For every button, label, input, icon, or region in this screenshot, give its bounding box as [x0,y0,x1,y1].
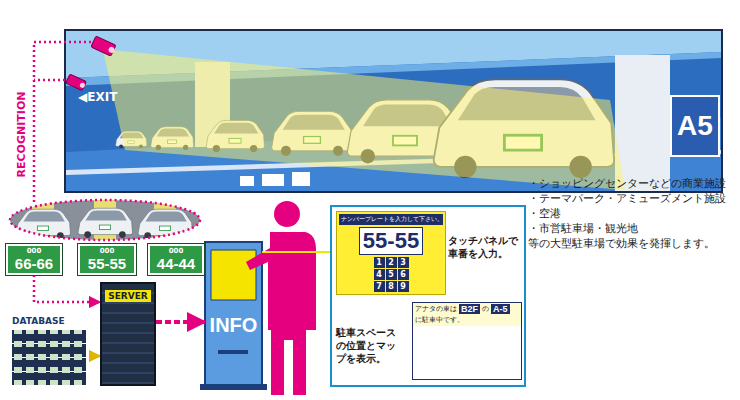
node-label: INFO [205,314,262,337]
flow-connector [34,275,100,302]
keypad-key: 4 [374,269,385,280]
panel-caption: 駐車スペースの位置とマップを表示。 [336,326,400,365]
license-plate: 00066-66 [6,244,62,275]
screen-header: アナタの車はB2FのA-5 に駐車中です。 [413,303,521,326]
list-item: ・空港 [528,206,561,221]
screen-prompt: ナンバープレートを入力して下さい。 [339,214,443,225]
panel-caption: タッチパネルで車番を入力。 [448,234,522,260]
info-kiosk: INFO [205,242,262,386]
plate-number: 55-55 [82,255,132,272]
license-plate: 00044-44 [148,244,204,275]
location-chip: B2F [459,304,480,314]
location-sign: A5 [670,95,720,157]
number-row: 55-55 [339,225,443,257]
entered-number: 55-55 [359,227,423,255]
plate-number: 66-66 [10,255,58,272]
keypad-key: 9 [398,281,409,292]
screen-message: アナタの車は [415,304,457,314]
flow-connector [90,355,100,358]
exit-sign: ◀EXIT [78,90,117,104]
note-text: 等の大型駐車場で効果を発揮します。 [528,236,715,251]
list-item: ・ショッピングセンターなどの商業施設 [528,176,726,191]
plate-number: 000 [82,247,132,255]
flow-connector [156,320,205,324]
screen-message: の [482,304,489,314]
keypad-key: 6 [398,269,409,280]
node-label: A5 [677,110,713,142]
keypad-key: 8 [386,281,397,292]
list-item: ・テーマパーク・アミューズメント施設 [528,191,726,206]
node-label: DATABASE [12,316,88,326]
server-box: SERVER [100,282,156,386]
keypad-key: 3 [398,257,409,268]
list-item: ・市営駐車場・観光地 [528,221,638,236]
flow-connector [262,251,330,253]
node-label: SERVER [105,290,151,302]
map-screen: アナタの車はB2FのA-5 に駐車中です。 [412,302,522,380]
license-plate: 00055-55 [78,244,136,275]
plate-number: 000 [10,247,58,255]
keypad-key: 5 [386,269,397,280]
keypad-key: 7 [374,281,385,292]
location-chip: A-5 [491,304,510,314]
keypad-key: 1 [374,257,385,268]
screen-message: に駐車中です。 [415,315,464,325]
callout-panel: タッチパネルで車番を入力。駐車スペースの位置とマップを表示。 ナンバープレートを入… [330,205,526,387]
vertical-label: RECOGNITION [15,90,28,180]
plate-number: 44-44 [152,255,200,272]
database-stack: DATABASE [10,316,90,388]
keypad: 123 456 789 [374,257,409,292]
keypad-key: 2 [386,257,397,268]
plate-number: 000 [152,247,200,255]
touch-screen: ナンバープレートを入力して下さい。 55-55 123 456 789 [336,211,446,295]
